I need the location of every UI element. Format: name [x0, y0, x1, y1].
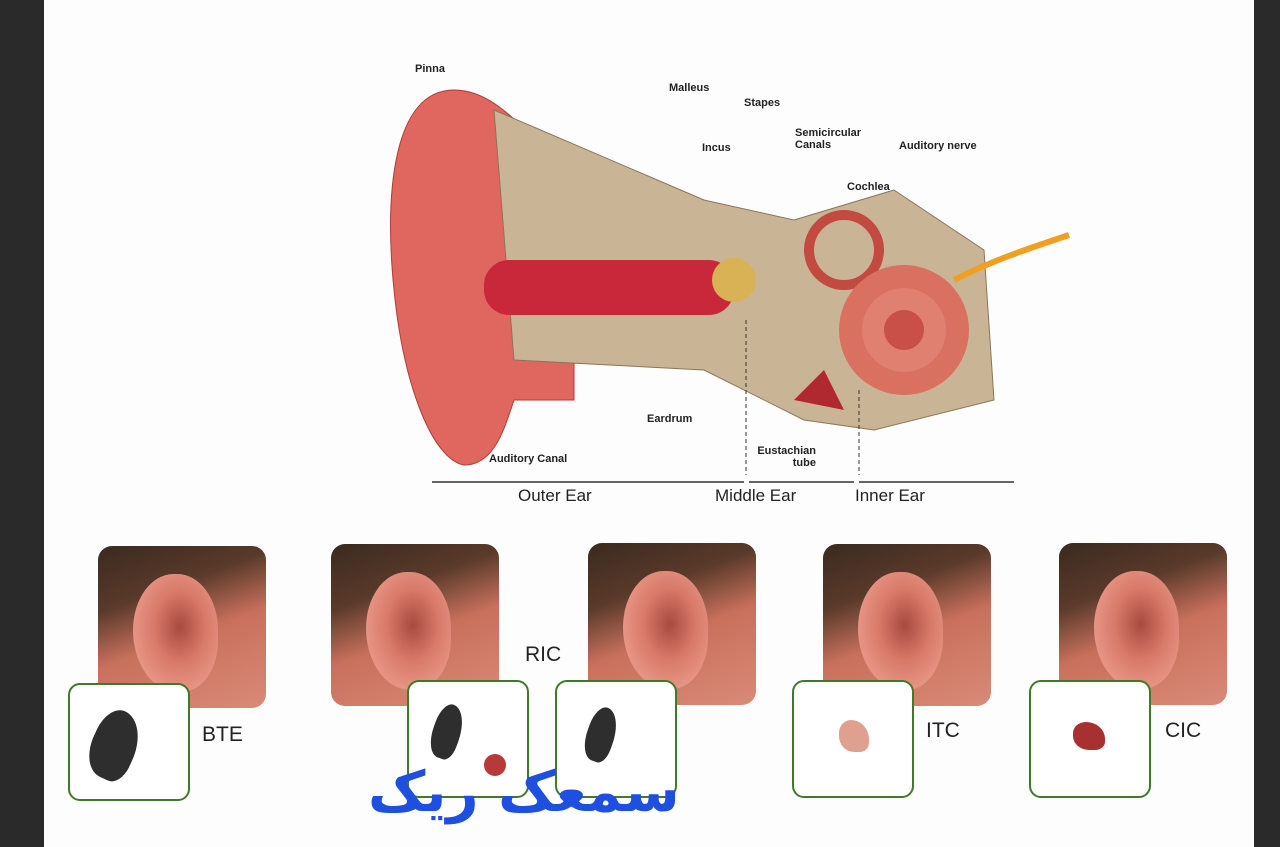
label-incus: Incus	[702, 142, 731, 154]
label-pinna: Pinna	[415, 63, 445, 75]
section-inner-ear: Inner Ear	[855, 486, 925, 505]
cic-ear-photo	[1059, 543, 1227, 705]
ric-device-image-1	[407, 680, 529, 798]
ear-anatomy-illustration	[390, 89, 1070, 483]
bte-label: BTE	[202, 723, 243, 746]
label-eustachian-tube: Eustachian tube	[757, 445, 816, 469]
ric-label: RIC	[525, 643, 562, 666]
label-stapes: Stapes	[744, 97, 781, 109]
ric-device-image-2	[555, 680, 677, 798]
itc-device-image	[792, 680, 914, 798]
watermark-text: سمعک ریک	[368, 760, 680, 825]
section-middle-ear: Middle Ear	[715, 486, 797, 505]
cic-label: CIC	[1165, 719, 1202, 742]
label-auditory-nerve: Auditory nerve	[899, 140, 977, 152]
label-semicircular-canals: Semicircular Canals	[795, 127, 862, 151]
itc-label: ITC	[926, 719, 960, 742]
ric-ear-photo-1	[331, 544, 499, 706]
bte-ear-photo	[98, 546, 266, 708]
page: Pinna Malleus Incus Stapes Semicircular …	[44, 0, 1254, 847]
label-auditory-canal: Auditory Canal	[489, 453, 568, 465]
label-cochlea: Cochlea	[847, 181, 890, 193]
cic-device-image	[1029, 680, 1151, 798]
section-outer-ear: Outer Ear	[518, 486, 592, 505]
itc-ear-photo	[823, 544, 991, 706]
bte-device-image	[68, 683, 190, 801]
label-eardrum: Eardrum	[647, 413, 693, 425]
label-malleus: Malleus	[669, 82, 710, 94]
ric-ear-photo-2	[588, 543, 756, 705]
